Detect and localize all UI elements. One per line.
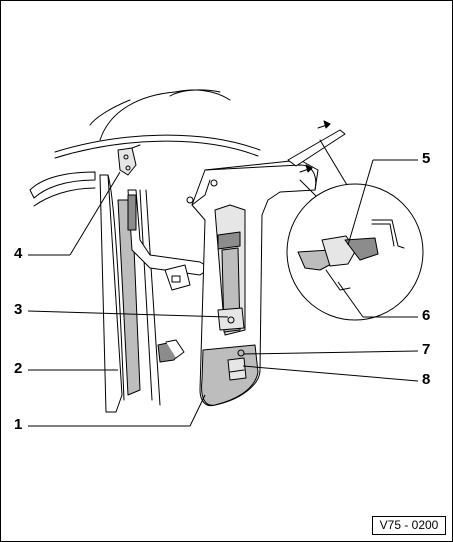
lower-clip-tab bbox=[229, 369, 245, 373]
roof-edge bbox=[54, 134, 261, 153]
detail-profile-c bbox=[344, 237, 379, 261]
leader-5b bbox=[347, 159, 374, 246]
roof-outline-inner bbox=[169, 89, 221, 97]
callout-2: 2 bbox=[14, 360, 23, 377]
lower-clip bbox=[227, 357, 247, 381]
callout-3: 3 bbox=[14, 301, 23, 318]
detail-hook bbox=[371, 219, 405, 249]
detail-seal bbox=[325, 269, 351, 291]
leader-3 bbox=[27, 310, 229, 318]
belt-buckle-tongue bbox=[164, 264, 191, 291]
pry-tool bbox=[287, 129, 346, 167]
belt-guide bbox=[127, 194, 137, 231]
detail-leader bbox=[319, 139, 351, 191]
window-frame-lower bbox=[33, 187, 96, 207]
callout-8: 8 bbox=[422, 371, 431, 388]
b-pillar bbox=[99, 174, 123, 413]
leader-8 bbox=[242, 365, 419, 382]
roof-edge-2 bbox=[54, 140, 259, 159]
b-pillar-trim-shade bbox=[117, 199, 141, 396]
detail-hook-2 bbox=[371, 223, 395, 247]
belt-height-adjuster bbox=[217, 307, 245, 331]
upper-anchor-clip bbox=[131, 144, 141, 149]
leader-1b bbox=[189, 394, 206, 427]
b-pillar-seam bbox=[139, 189, 153, 401]
callout-5: 5 bbox=[422, 150, 431, 167]
leader-4b bbox=[69, 171, 121, 256]
figure-code-label: V75 - 0200 bbox=[372, 516, 446, 535]
trim-panel-window-edge bbox=[191, 179, 211, 206]
leader-6b bbox=[337, 281, 364, 318]
roof-outline bbox=[99, 89, 231, 141]
b-pillar-seam-2 bbox=[145, 189, 161, 406]
window-frame bbox=[29, 171, 96, 199]
upper-anchor-bracket bbox=[117, 147, 137, 176]
callout-4: 4 bbox=[14, 245, 23, 262]
trim-panel-vent-slot bbox=[217, 231, 241, 250]
leader-7 bbox=[243, 350, 419, 355]
callout-1: 1 bbox=[14, 416, 23, 433]
callout-7: 7 bbox=[422, 341, 431, 358]
anchor-bolt-head bbox=[165, 339, 185, 359]
roof-rail-line bbox=[89, 99, 131, 126]
trim-panel-top bbox=[204, 159, 319, 191]
callout-6: 6 bbox=[422, 307, 431, 324]
